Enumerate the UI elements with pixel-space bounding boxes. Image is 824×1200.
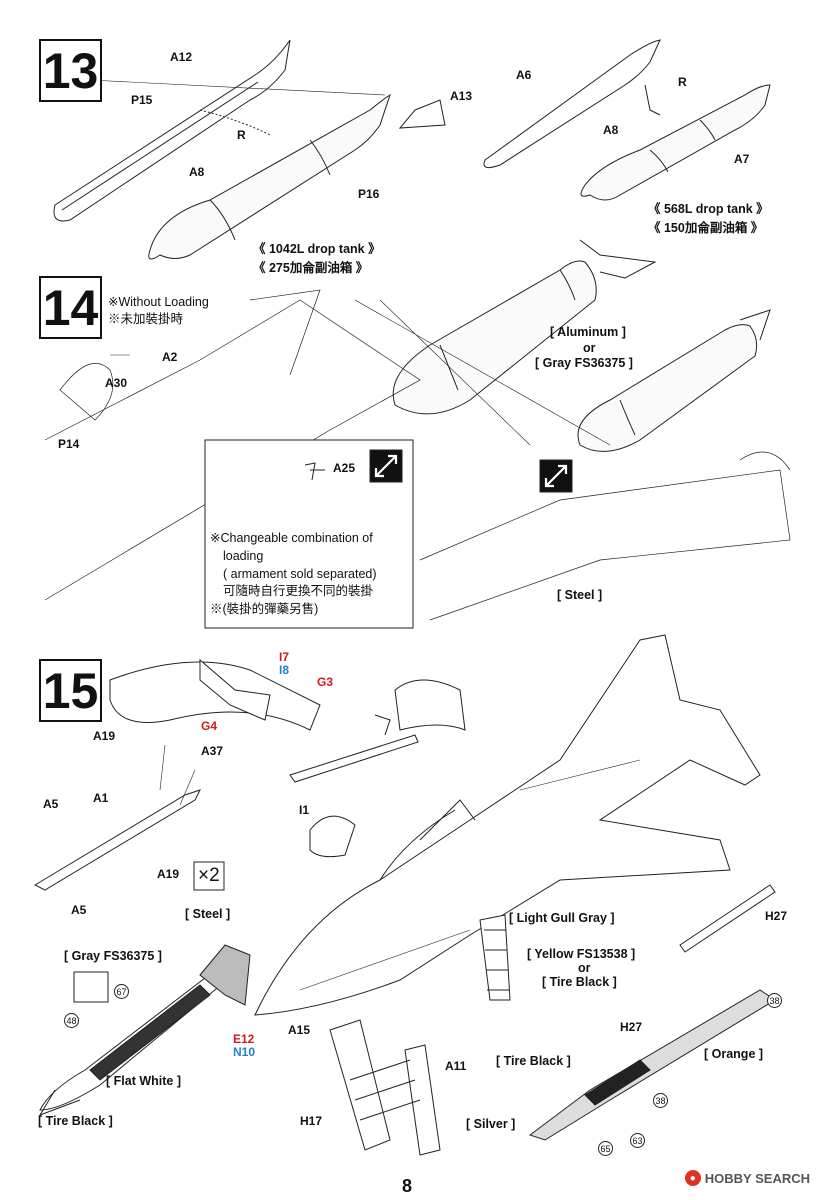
paint-ref-67: 67	[114, 984, 129, 999]
part-label-i7: I7	[279, 650, 290, 664]
paint-ref-38: 38	[767, 993, 782, 1008]
paint-tire-black-ladder: [ Tire Black ]	[542, 975, 617, 989]
step-number-13: 13	[39, 39, 102, 102]
paint-or-15: or	[578, 961, 591, 975]
paint-ref-63: 63	[630, 1133, 645, 1148]
paint-or-14: or	[583, 341, 596, 355]
page-number: 8	[402, 1176, 413, 1196]
part-label-a30: A30	[105, 376, 128, 390]
part-label-n10: N10	[233, 1045, 256, 1059]
changeable-loading-note: ※Changeable combination of loading ( arm…	[210, 530, 410, 619]
paint-light-gull-gray: [ Light Gull Gray ]	[509, 911, 615, 925]
part-label-a25: A25	[333, 461, 356, 475]
paint-tire-black-pod: [ Tire Black ]	[496, 1054, 571, 1068]
paint-aluminum: [ Aluminum ]	[550, 325, 626, 339]
part-label-a5b: A5	[71, 903, 87, 917]
paint-gray-15: [ Gray FS36375 ]	[64, 949, 162, 963]
tank-568l-caption: 《 568L drop tank 》	[648, 202, 769, 216]
paint-silver: [ Silver ]	[466, 1117, 516, 1131]
part-label-a6: A6	[516, 68, 532, 82]
part-label-a8: A8	[189, 165, 205, 179]
part-label-g3: G3	[317, 675, 334, 689]
part-label-a37: A37	[201, 744, 224, 758]
part-label-a19b: A19	[157, 867, 180, 881]
quantity-x2: ×2	[198, 865, 220, 886]
paint-ref-65: 65	[598, 1141, 613, 1156]
part-label-h27: H27	[765, 909, 788, 923]
part-label-p15: P15	[131, 93, 153, 107]
note-line-2: loading	[223, 548, 264, 563]
part-label-p14: P14	[58, 437, 80, 451]
part-label-a11: A11	[445, 1059, 467, 1073]
part-label-r2: R	[678, 75, 687, 89]
part-label-i8: I8	[279, 663, 290, 677]
paint-orange: [ Orange ]	[704, 1047, 764, 1061]
without-loading-note-zh: ※未加裝掛時	[108, 312, 184, 326]
part-label-a1: A1	[93, 791, 109, 805]
part-label-p16: P16	[358, 187, 380, 201]
paint-yellow: [ Yellow FS13538 ]	[527, 947, 636, 961]
without-loading-note: ※Without Loading	[108, 295, 209, 309]
part-label-a8b: A8	[603, 123, 619, 137]
watermark: ● HOBBY SEARCH	[684, 1170, 810, 1186]
part-label-e12: E12	[233, 1032, 255, 1046]
paint-steel-15: [ Steel ]	[185, 907, 231, 921]
paint-tire-black-missile: [ Tire Black ]	[38, 1114, 113, 1128]
step-number-15: 15	[39, 659, 102, 722]
paint-ref-38b: 38	[653, 1093, 668, 1108]
part-label-h17: H17	[300, 1114, 323, 1128]
part-label-g4: G4	[201, 719, 218, 733]
note-line-5: ※(裝掛的彈藥另售)	[210, 602, 319, 616]
paint-flat-white: [ Flat White ]	[106, 1074, 181, 1088]
part-label-a12: A12	[170, 50, 193, 64]
part-label-a7: A7	[734, 152, 750, 166]
part-label-a13: A13	[450, 89, 473, 103]
note-line-1: ※Changeable combination of	[210, 531, 373, 545]
part-label-i1: I1	[299, 803, 310, 817]
note-line-3: ( armament sold separated)	[223, 566, 377, 581]
paint-gray-14: [ Gray FS36375 ]	[535, 356, 633, 370]
part-label-a5: A5	[43, 797, 59, 811]
tank-568l-caption-zh: 《 150加侖副油箱 》	[648, 221, 764, 235]
paint-ref-48: 48	[64, 1013, 79, 1028]
hobby-search-logo-icon: ●	[684, 1170, 701, 1186]
tank-1042l-caption: 《 1042L drop tank 》	[253, 242, 381, 256]
part-label-h27b: H27	[620, 1020, 643, 1034]
part-label-a2: A2	[162, 350, 178, 364]
part-label-a19: A19	[93, 729, 116, 743]
watermark-text: HOBBY SEARCH	[704, 1170, 810, 1186]
tank-1042l-caption-zh: 《 275加侖副油箱 》	[253, 261, 369, 275]
part-label-r: R	[237, 128, 246, 142]
part-label-a15: A15	[288, 1023, 311, 1037]
paint-steel-14: [ Steel ]	[557, 588, 603, 602]
note-line-4: 可隨時自行更換不同的裝掛	[223, 584, 374, 599]
step-number-14: 14	[39, 276, 102, 339]
